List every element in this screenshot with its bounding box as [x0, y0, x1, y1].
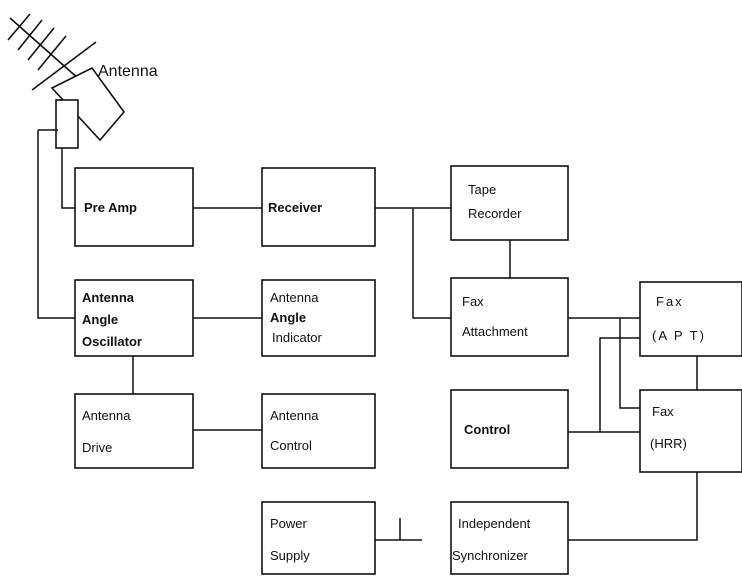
block-label-line: Angle	[82, 312, 118, 327]
block-fax-hrr: Fax (HRR)	[640, 390, 742, 472]
block-label-line: Attachment	[462, 324, 528, 339]
block-antenna-control: Antenna Control	[262, 394, 375, 468]
block-label-line: Antenna	[270, 408, 319, 423]
block-label-line: Receiver	[268, 200, 322, 215]
block-label-line: Angle	[270, 310, 306, 325]
wire-antenna-to-oscillator	[38, 130, 75, 318]
block-independent-synchronizer: Independent Synchronizer	[451, 502, 568, 574]
block-label-line: Independent	[458, 516, 531, 531]
block-label-line: Recorder	[468, 206, 522, 221]
block-label-line: Antenna	[82, 290, 135, 305]
block-receiver: Receiver	[262, 168, 375, 246]
block-label-line: Antenna	[82, 408, 131, 423]
block-label-line: Pre Amp	[84, 200, 137, 215]
block-label-line: Supply	[270, 548, 310, 563]
block-label-line: (HRR)	[650, 436, 687, 451]
block-label-line: Fax	[656, 294, 684, 309]
block-label-line: Fax	[462, 294, 484, 309]
block-antenna-angle-oscillator: Antenna Angle Oscillator	[75, 280, 193, 356]
block-tape-recorder: Tape Recorder	[451, 166, 568, 240]
block-label-line: Control	[464, 422, 510, 437]
block-antenna-drive: Antenna Drive	[75, 394, 193, 468]
block-control: Control	[451, 390, 568, 468]
block-fax-apt: Fax (A P T)	[640, 282, 742, 356]
block-label-line: Oscillator	[82, 334, 142, 349]
block-label-line: Fax	[652, 404, 674, 419]
block-label-line: Control	[270, 438, 312, 453]
wire-antenna-to-preamp	[62, 148, 75, 208]
antenna-label: Antenna	[98, 63, 158, 80]
wire-hrr-to-synchronizer	[568, 472, 697, 540]
block-antenna-angle-indicator: Antenna Angle Indicator	[262, 280, 375, 356]
block-fax-attachment: Fax Attachment	[451, 278, 568, 356]
antenna-icon	[8, 14, 124, 148]
block-label-line: Synchronizer	[452, 548, 529, 563]
block-label-line: (A P T)	[652, 328, 706, 343]
block-label-line: Indicator	[272, 330, 323, 345]
block-pre-amp: Pre Amp	[75, 168, 193, 246]
block-label-line: Drive	[82, 440, 112, 455]
wire-bus-a	[620, 318, 640, 408]
block-power-supply: Power Supply	[262, 502, 375, 574]
wire-receiver-to-fax-attachment	[413, 208, 451, 318]
block-label-line: Tape	[468, 182, 496, 197]
block-label-line: Power	[270, 516, 308, 531]
block-label-line: Antenna	[270, 290, 319, 305]
